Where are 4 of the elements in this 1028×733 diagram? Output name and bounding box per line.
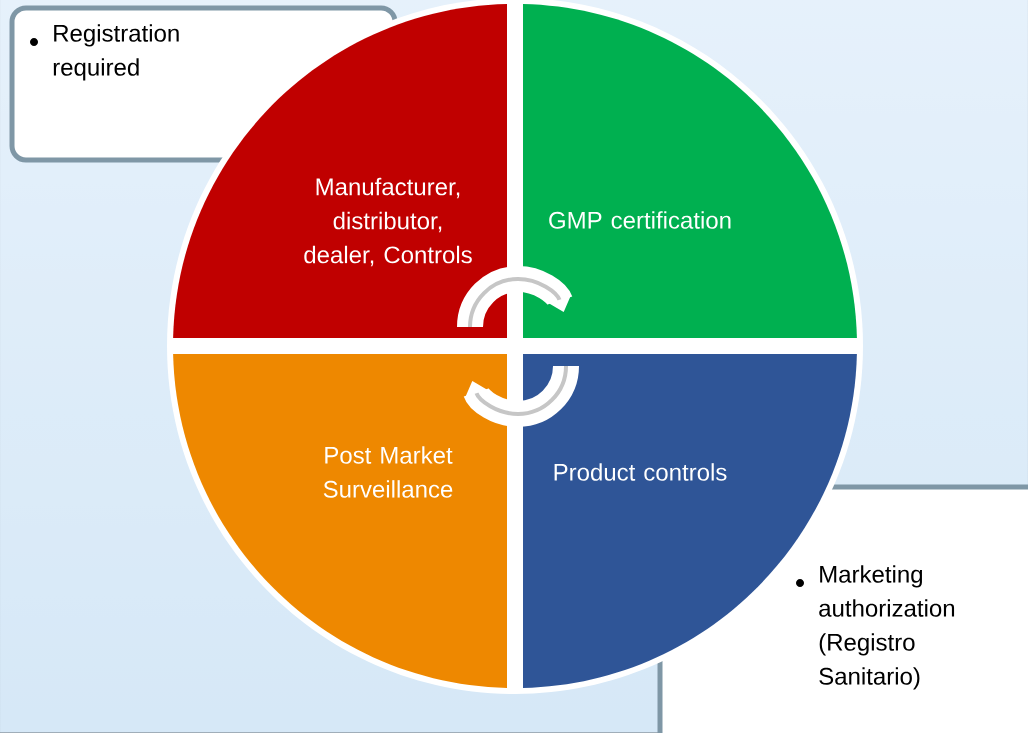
curved-arrow	[457, 266, 572, 328]
quadrant-segment: Post Market Surveillance	[173, 354, 507, 688]
quadrant-segment: GMP certification	[523, 4, 857, 338]
curved-arrow	[464, 365, 579, 427]
